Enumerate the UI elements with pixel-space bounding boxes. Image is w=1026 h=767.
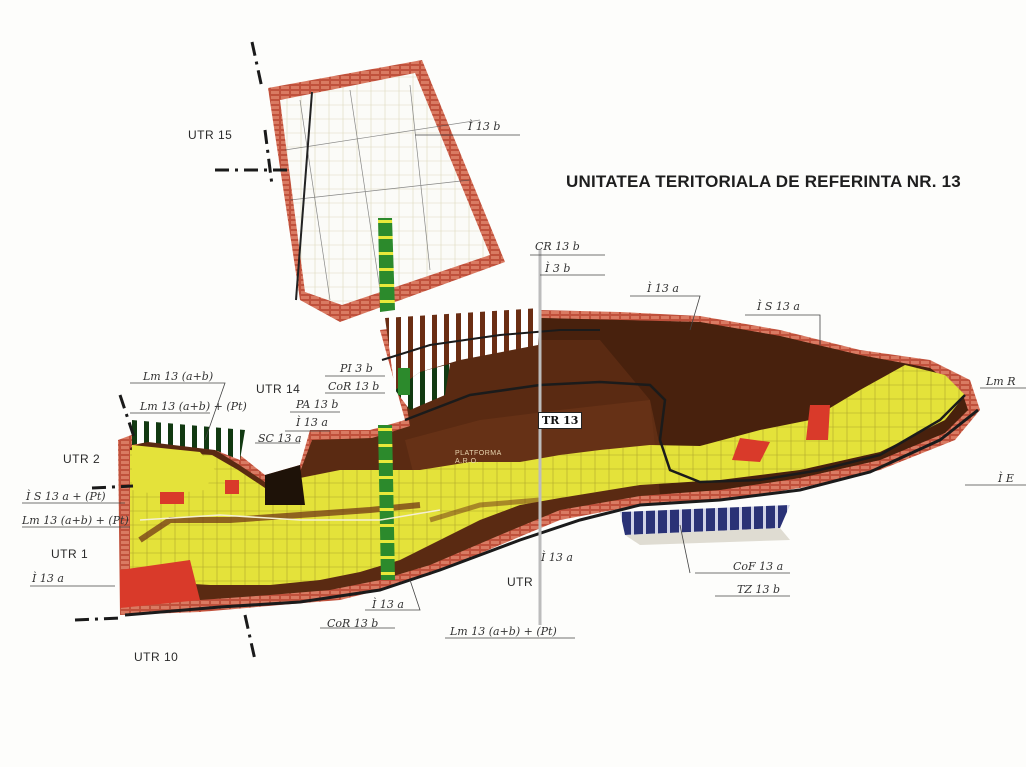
utr14-label: UTR 14 — [256, 382, 301, 396]
green-lane — [378, 218, 410, 580]
striped-zone — [385, 308, 540, 410]
zone-label: Lm 13 (a+b) + (Pt) — [450, 625, 557, 638]
zone-label: Ì S 13 a + (Pt) — [26, 490, 106, 503]
utr10-label: UTR 10 — [134, 650, 179, 664]
zone-label: Ì 13 a — [372, 598, 404, 611]
utr1-label: UTR 1 — [51, 547, 89, 561]
zone-label: PA 13 b — [296, 398, 339, 411]
zone-label: Ì 13 a — [541, 551, 573, 564]
boundary-markers — [74, 41, 290, 661]
zone-label: SC 13 a — [258, 432, 302, 445]
platform-label: PLATFORMA A.R.O. — [455, 450, 502, 466]
zone-label: CoR 13 b — [328, 380, 380, 393]
map-title: UNITATEA TERITORIALA DE REFERINTA NR. 13 — [566, 172, 961, 191]
platform-sub: A.R.O. — [455, 458, 480, 465]
leader-lines — [22, 134, 1026, 639]
zone-label: TZ 13 b — [737, 583, 781, 596]
utr15-parcel — [268, 60, 505, 322]
zone-label: Ì 13 a — [647, 282, 679, 295]
zone-label: Lm 13 (a+b) + (Pt) — [140, 400, 247, 413]
zone-label: CR 13 b — [535, 240, 580, 253]
tr13-badge: TR 13 — [538, 412, 583, 429]
zone-label: Ì 13 b — [468, 120, 501, 133]
platform-name: PLATFORMA — [455, 450, 502, 457]
zone-label: Ì 13 a — [296, 416, 328, 429]
zone-label: Ì S 13 a — [757, 300, 800, 313]
navy-zone — [620, 505, 790, 545]
zone-label: Ì 3 b — [545, 262, 571, 275]
utr15-label: UTR 15 — [188, 128, 233, 142]
zone-label: CoR 13 b — [327, 617, 379, 630]
zone-label: Lm 13 (a+b) + (Pt) — [22, 514, 129, 527]
red-zones — [120, 405, 830, 608]
zone-label: Ì E — [998, 472, 1014, 485]
utr2-striped-corner — [132, 420, 305, 505]
zone-label: PI 3 b — [340, 362, 373, 375]
utr-label: UTR — [507, 575, 534, 589]
zone-label: Lm 13 (a+b) — [143, 370, 214, 383]
main-roads — [124, 250, 979, 625]
zone-label: Lm R — [986, 375, 1016, 388]
zone-label: Ì 13 a — [32, 572, 64, 585]
zone-label: CoF 13 a — [733, 560, 784, 573]
utr2-label: UTR 2 — [63, 452, 101, 466]
